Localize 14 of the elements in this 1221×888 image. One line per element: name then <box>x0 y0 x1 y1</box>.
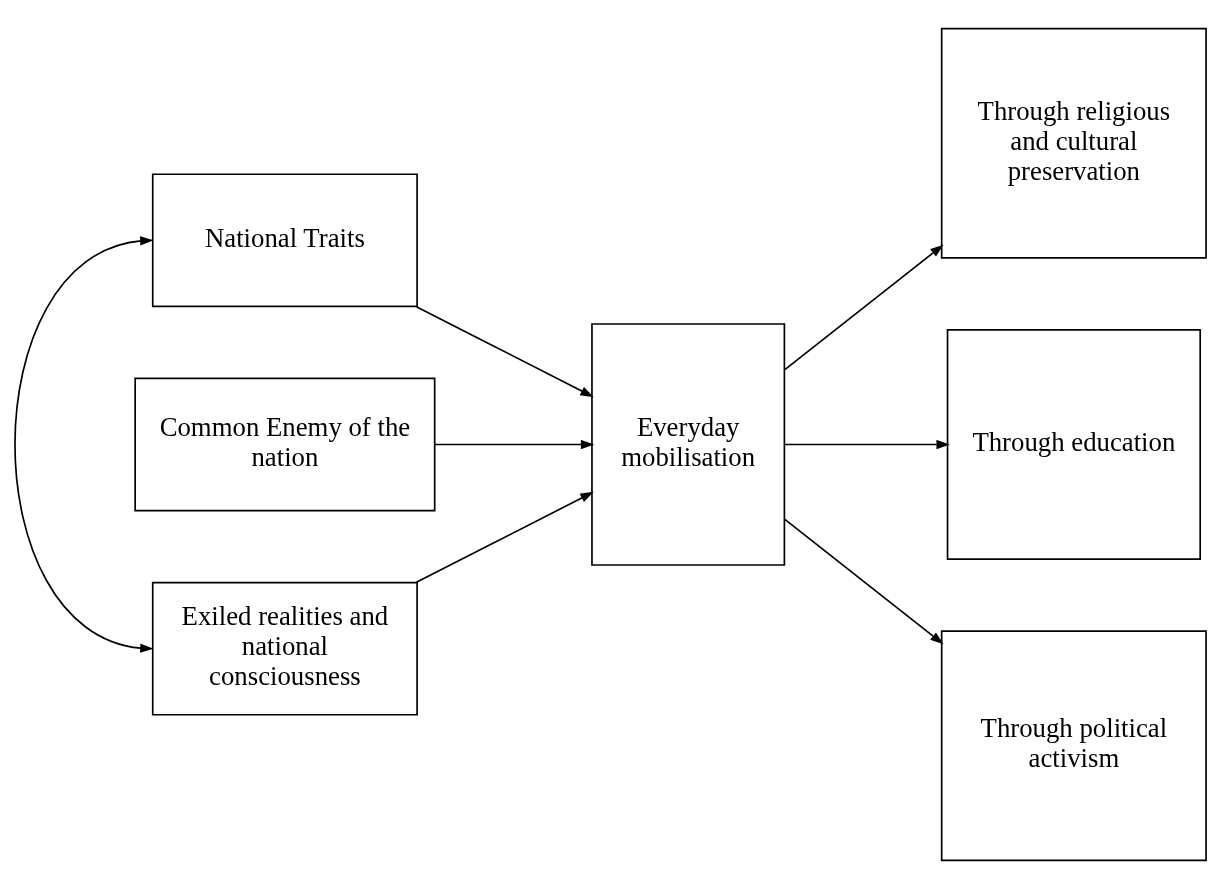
arrow <box>784 518 944 644</box>
node-box: Common Enemy of the nation <box>134 377 436 511</box>
arrow <box>784 439 950 449</box>
node-box: Through education <box>946 328 1202 560</box>
arrow <box>434 439 595 449</box>
node-box: National Traits <box>151 172 418 307</box>
node-box: Through political activism <box>940 629 1207 861</box>
node-box: Through religious and cultural preservation <box>940 27 1207 259</box>
node-box: Everyday mobilisation <box>591 322 786 566</box>
node-box: Exiled realities and national consciousness <box>151 581 418 716</box>
arrow <box>784 244 944 370</box>
arrow <box>415 305 594 397</box>
arrow <box>415 491 594 583</box>
arrow <box>14 235 154 653</box>
